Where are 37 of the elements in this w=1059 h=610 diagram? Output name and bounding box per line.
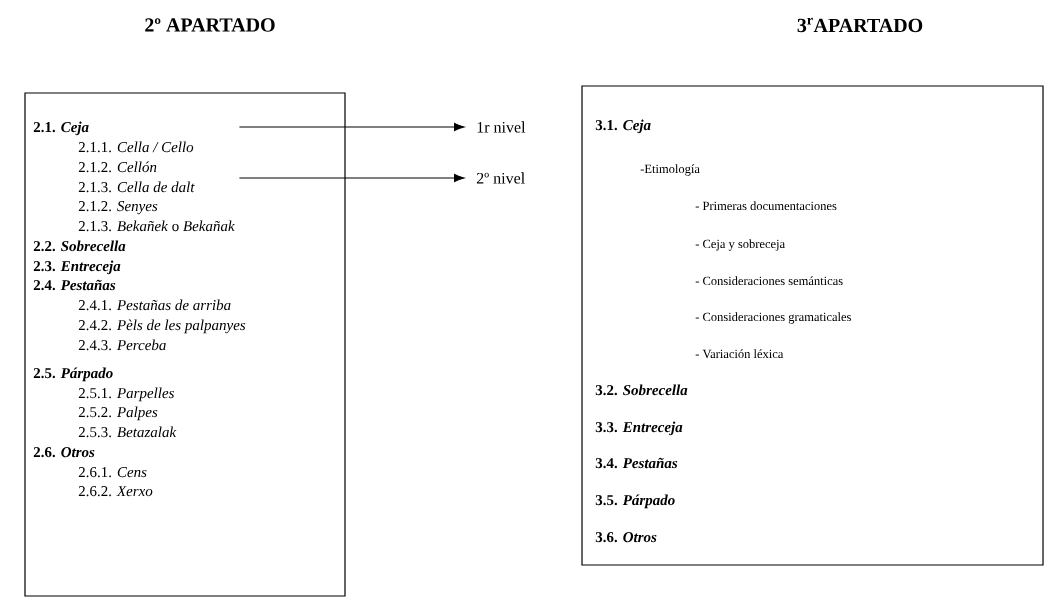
section-heading: 2.6. Otros: [33, 447, 95, 458]
level-label: 2º nivel: [476, 172, 525, 184]
subsection-entry: - Variación léxica: [695, 349, 784, 359]
subsection-entry: 2.4.1. Pestañas de arriba: [78, 299, 231, 311]
subsection-entry: 2.1.3. Bekañek o Bekañak: [78, 220, 235, 232]
section-title: 2º APARTADO: [145, 18, 275, 32]
subsection-entry: 2.4.3. Perceba: [78, 339, 166, 351]
subsection-entry: 2.5.2. Palpes: [78, 406, 158, 421]
section-heading: 2.2. Sobrecella: [33, 240, 126, 252]
subsection-entry: 2.1.2. Senyes: [78, 201, 158, 215]
section-heading: 3.2. Sobrecella: [595, 384, 688, 396]
section-heading: 2.3. Entreceja: [33, 260, 121, 275]
arrow: [454, 122, 465, 132]
level-label: 1r nivel: [477, 121, 526, 133]
section-heading: 3.6. Otros: [595, 532, 657, 543]
subsection-entry: 2.1.1. Cella / Cello: [78, 141, 194, 153]
subsection-entry: -Etimología: [640, 164, 700, 176]
subsection-entry: - Consideraciones semánticas: [695, 276, 843, 286]
section-heading: 2.4. Pestañas: [33, 279, 116, 291]
subsection-entry: - Primeras documentaciones: [695, 201, 837, 211]
subsection-entry: - Consideraciones gramaticales: [695, 312, 851, 324]
subsection-entry: 2.6.2. Xerxo: [78, 486, 153, 497]
subsection-entry: 2.5.3. Betazalak: [78, 426, 177, 438]
section-heading: 3.3. Entreceja: [595, 421, 683, 436]
subsection-entry: 2.1.3. Cella de dalt: [78, 181, 195, 193]
section-heading: 3.1. Ceja: [595, 119, 651, 134]
section-heading: 2.1. Ceja: [33, 121, 89, 136]
subsection-entry: 2.4.2. Pèls de les palpanyes: [78, 319, 246, 334]
subsection-entry: 2.1.2. Cellón: [78, 161, 157, 173]
section-heading: 3.4. Pestañas: [595, 457, 678, 469]
subsection-entry: - Ceja y sobreceja: [695, 239, 785, 251]
subsection-entry: 2.5.1. Parpelles: [78, 387, 174, 402]
section-heading: 2.5. Párpado: [33, 367, 113, 382]
section-title: 3$^{r}$APARTADO: [797, 17, 923, 33]
arrow: [454, 173, 465, 183]
subsection-entry: 2.6.1. Cens: [78, 467, 147, 478]
section-heading: 3.5. Párpado: [595, 494, 675, 509]
